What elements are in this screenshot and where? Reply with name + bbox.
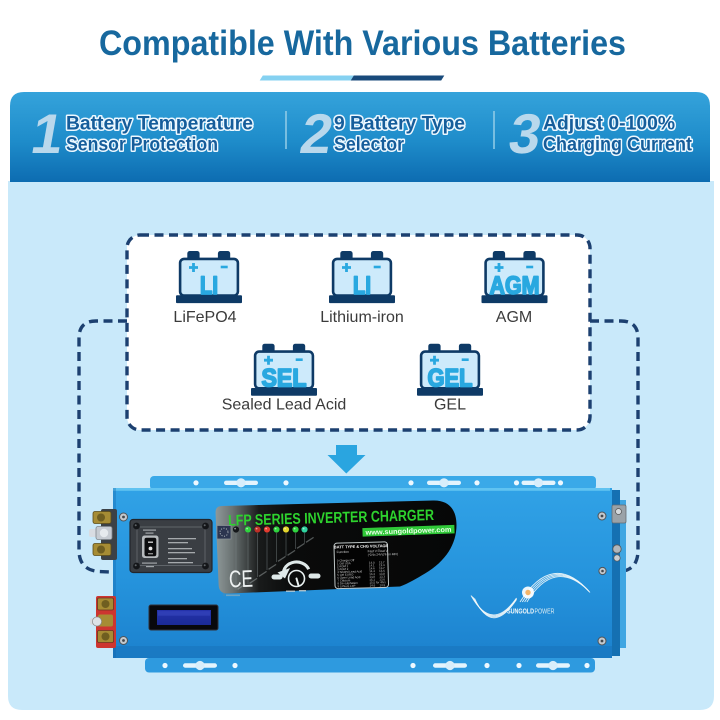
svg-text:8 De-sulphation: 8 De-sulphation xyxy=(337,581,358,586)
svg-text:5 Gel EURO: 5 Gel EURO xyxy=(337,572,354,576)
svg-text:13.7: 13.7 xyxy=(379,560,385,564)
svg-text:LI: LI xyxy=(200,272,218,300)
svg-text:Battery Temperature: Battery Temperature xyxy=(66,113,253,135)
svg-text:Selector: Selector xyxy=(334,134,404,156)
svg-text:LFP SERIES INVERTER CHARGER: LFP SERIES INVERTER CHARGER xyxy=(228,507,434,530)
svg-text:13.6: 13.6 xyxy=(379,577,385,581)
svg-text:14.4: 14.4 xyxy=(369,569,375,573)
svg-text:13.6: 13.6 xyxy=(379,569,385,573)
svg-text:LI: LI xyxy=(353,272,371,300)
svg-text:3 AGM 2: 3 AGM 2 xyxy=(337,567,349,571)
svg-text:Charging Current: Charging Current xyxy=(543,134,692,156)
svg-text:Float V: Float V xyxy=(378,549,389,553)
svg-text:9 Battery Type: 9 Battery Type xyxy=(334,113,465,135)
svg-text:9 Lithium LFP: 9 Lithium LFP xyxy=(337,584,355,588)
svg-text:SUNGOLD: SUNGOLD xyxy=(507,607,534,616)
svg-text:14.6: 14.6 xyxy=(369,566,375,570)
svg-text:13.7: 13.7 xyxy=(379,566,385,570)
svg-text:14.1: 14.1 xyxy=(369,563,375,567)
svg-text:www.sungoldpower.com: www.sungoldpower.com xyxy=(364,527,451,537)
svg-text:6 Open Lead Acid: 6 Open Lead Acid xyxy=(337,575,360,580)
svg-text:GEL: GEL xyxy=(434,397,466,414)
svg-text:15.1: 15.1 xyxy=(369,578,375,582)
svg-text:Sealed Lead Acid: Sealed Lead Acid xyxy=(222,397,347,414)
svg-text:7 Calcium: 7 Calcium xyxy=(337,578,351,582)
svg-text:POWER: POWER xyxy=(535,607,555,616)
svg-text:2 AGM 1: 2 AGM 1 xyxy=(337,564,349,568)
svg-text:14.6: 14.6 xyxy=(369,583,375,587)
svg-text:GEL: GEL xyxy=(428,365,473,393)
svg-text:13.4: 13.4 xyxy=(379,563,385,567)
svg-text:AGM: AGM xyxy=(496,309,532,326)
svg-text:14.4: 14.4 xyxy=(369,572,375,576)
svg-text:AGM: AGM xyxy=(490,272,540,300)
svg-text:BATT TYPE & CHG VOLTAGE: BATT TYPE & CHG VOLTAGE xyxy=(334,543,389,549)
svg-text:(*2/4x 24V)(*6 for 48V): (*2/4x 24V)(*6 for 48V) xyxy=(368,552,398,557)
svg-text:Lithium-iron: Lithium-iron xyxy=(320,309,404,326)
svg-text:Sensor Protection: Sensor Protection xyxy=(66,134,218,156)
svg-text:1 Gel USA: 1 Gel USA xyxy=(337,561,351,565)
svg-text:0 Charger Off: 0 Charger Off xyxy=(337,558,355,562)
svg-text:Fast V: Fast V xyxy=(368,549,378,553)
svg-text:CE: CE xyxy=(229,566,254,594)
svg-text:14.0: 14.0 xyxy=(369,561,375,565)
svg-text:14.8: 14.8 xyxy=(369,575,375,579)
svg-text:13.5: 13.5 xyxy=(379,583,385,587)
svg-text:13.8: 13.8 xyxy=(379,572,385,576)
svg-text:13.3: 13.3 xyxy=(379,574,385,578)
svg-text:4 Sealed Lead Acid: 4 Sealed Lead Acid xyxy=(337,569,362,574)
svg-text:Function: Function xyxy=(337,550,350,554)
svg-text:SEL: SEL xyxy=(262,365,307,393)
svg-text:Compatible With Various Batter: Compatible With Various Batteries xyxy=(99,24,626,63)
svg-text:Adjust 0-100%: Adjust 0-100% xyxy=(543,113,675,135)
svg-text:15.5 for 4hrs: 15.5 for 4hrs xyxy=(369,580,386,584)
svg-text:LiFePO4: LiFePO4 xyxy=(173,309,236,326)
